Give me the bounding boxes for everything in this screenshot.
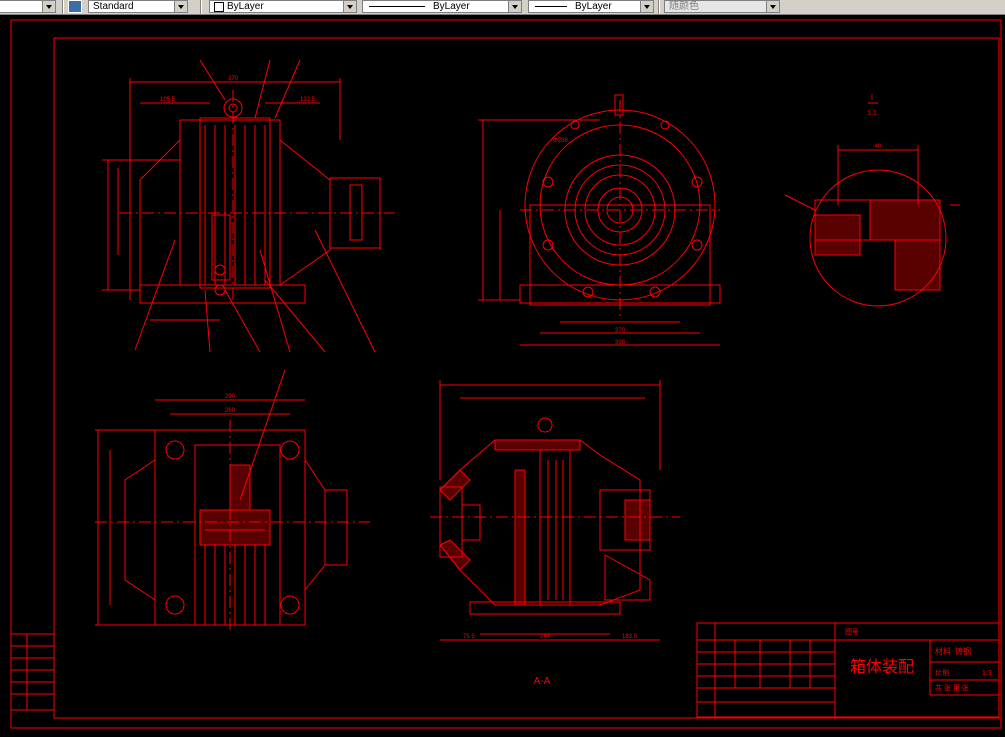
inner-frame [53, 37, 1000, 719]
dim-plan-inner: 260 [225, 408, 236, 414]
toolbar-separator [658, 0, 660, 14]
plot-style-value: 随颜色 [669, 1, 699, 12]
chevron-down-icon [766, 1, 779, 12]
detail-label: I [871, 93, 873, 102]
front-view [102, 59, 395, 353]
plan-view [95, 369, 370, 630]
drawing-no-label: 图号 [845, 628, 859, 636]
lineweight-sample [535, 6, 567, 7]
previous-combo[interactable] [0, 0, 56, 13]
title-block [696, 622, 1000, 718]
sheet-info: 共 张 第 张 [935, 683, 969, 692]
dim-base-total: 398 [615, 340, 626, 346]
dim-top-width: 370 [228, 76, 239, 82]
linetype-sample [369, 6, 425, 7]
chevron-down-icon[interactable] [42, 1, 55, 12]
chevron-down-icon[interactable] [640, 1, 653, 12]
properties-toolbar: Standard ByLayer ByLayer ByLayer 随颜色 [0, 0, 1005, 15]
color-combo[interactable]: ByLayer [209, 0, 357, 13]
dim-bottom-left: 75.5 [463, 634, 475, 640]
dim-front-dia: Φ288 [553, 138, 568, 144]
lineweight-combo[interactable]: ByLayer [528, 0, 654, 13]
color-swatch-icon [214, 2, 224, 12]
text-style-icon[interactable] [68, 0, 82, 13]
toolbar-separator [200, 0, 202, 14]
dim-bottom-right: 183.5 [622, 634, 638, 640]
dim-bottom-mid: 244 [540, 634, 551, 640]
side-view [478, 94, 721, 346]
toolbar-separator [62, 0, 64, 14]
outer-frame [10, 19, 1002, 729]
text-style-value: Standard [93, 1, 134, 12]
lineweight-value: ByLayer [575, 1, 612, 12]
chevron-down-icon[interactable] [343, 1, 356, 12]
detail-scale: 1:1 [867, 110, 877, 117]
linetype-value: ByLayer [433, 1, 470, 12]
cad-drawing: 370 105.5 132.5 Φ288 370 398 [10, 19, 1002, 729]
section-label: A-A [534, 676, 551, 687]
dim-right-offset: 132.5 [300, 97, 316, 103]
color-value: ByLayer [227, 1, 264, 12]
drawing-title: 箱体装配 [850, 658, 914, 676]
dim-base-width: 370 [615, 328, 626, 334]
material-value: 铸钢 [955, 646, 971, 656]
detail-view [784, 102, 960, 307]
proportion-value: 1:3 [982, 670, 992, 677]
chevron-down-icon[interactable] [174, 1, 187, 12]
revision-table [10, 633, 55, 711]
proportion-label: 比例 [935, 668, 949, 677]
chevron-down-icon[interactable] [508, 1, 521, 12]
material-label: 材料 [935, 646, 951, 656]
drawing-canvas[interactable]: 370 105.5 132.5 Φ288 370 398 [0, 15, 1005, 732]
text-style-combo[interactable]: Standard [88, 0, 188, 13]
plot-style-combo: 随颜色 [664, 0, 780, 13]
dim-detail-width: 40 [875, 144, 882, 150]
dim-plan-width: 290 [225, 394, 236, 400]
dim-left-offset: 105.5 [160, 97, 176, 103]
linetype-combo[interactable]: ByLayer [362, 0, 522, 13]
section-view [430, 380, 680, 641]
